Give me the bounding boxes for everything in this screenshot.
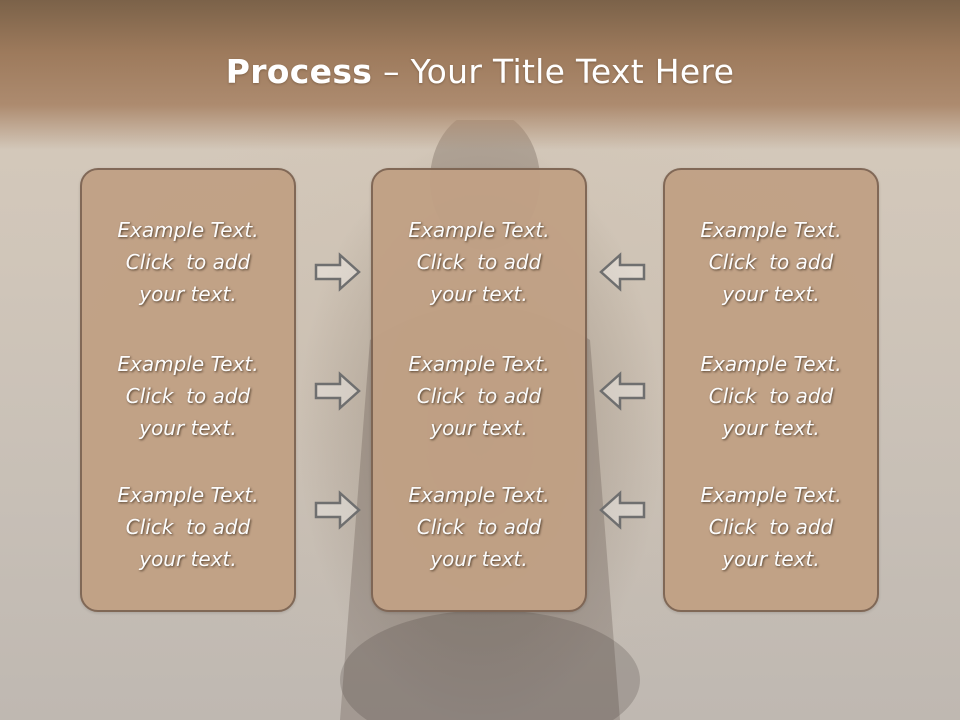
text-line: Example Text. <box>117 218 259 242</box>
text-placeholder[interactable]: Example Text. Click to add your text. <box>82 214 294 310</box>
text-line: your text. <box>139 282 237 306</box>
title-rest: – Your Title Text Here <box>372 52 735 91</box>
text-line: Click to add <box>125 515 251 539</box>
text-line: your text. <box>430 282 528 306</box>
text-line: Click to add <box>416 515 542 539</box>
title-bold: Process <box>225 52 373 91</box>
header-band <box>0 0 960 150</box>
text-line: Click to add <box>708 250 834 274</box>
text-line: Example Text. <box>700 218 842 242</box>
text-line: Click to add <box>416 250 542 274</box>
text-line: Click to add <box>125 250 251 274</box>
text-line: your text. <box>722 416 820 440</box>
text-placeholder[interactable]: Example Text. Click to add your text. <box>373 214 585 310</box>
arrow-left-icon[interactable] <box>598 371 646 411</box>
arrow-right-icon[interactable] <box>314 490 362 530</box>
text-line: your text. <box>430 416 528 440</box>
text-line: Click to add <box>416 384 542 408</box>
text-line: your text. <box>139 547 237 571</box>
text-line: Example Text. <box>408 483 550 507</box>
text-line: Example Text. <box>117 352 259 376</box>
text-line: your text. <box>722 547 820 571</box>
text-line: Example Text. <box>117 483 259 507</box>
text-line: your text. <box>430 547 528 571</box>
text-placeholder[interactable]: Example Text. Click to add your text. <box>665 348 877 444</box>
text-line: Example Text. <box>408 352 550 376</box>
text-line: Click to add <box>708 384 834 408</box>
text-placeholder[interactable]: Example Text. Click to add your text. <box>665 479 877 575</box>
text-line: Click to add <box>708 515 834 539</box>
text-placeholder[interactable]: Example Text. Click to add your text. <box>373 479 585 575</box>
text-line: Example Text. <box>408 218 550 242</box>
text-placeholder[interactable]: Example Text. Click to add your text. <box>82 479 294 575</box>
process-box-right[interactable]: Example Text. Click to add your text. Ex… <box>663 168 879 612</box>
text-line: Example Text. <box>700 352 842 376</box>
text-line: your text. <box>722 282 820 306</box>
text-placeholder[interactable]: Example Text. Click to add your text. <box>665 214 877 310</box>
arrow-left-icon[interactable] <box>598 252 646 292</box>
process-box-center[interactable]: Example Text. Click to add your text. Ex… <box>371 168 587 612</box>
text-line: Click to add <box>125 384 251 408</box>
text-line: your text. <box>139 416 237 440</box>
slide-title[interactable]: Process – Your Title Text Here <box>0 52 960 91</box>
text-placeholder[interactable]: Example Text. Click to add your text. <box>373 348 585 444</box>
process-box-left[interactable]: Example Text. Click to add your text. Ex… <box>80 168 296 612</box>
arrow-right-icon[interactable] <box>314 371 362 411</box>
arrow-right-icon[interactable] <box>314 252 362 292</box>
text-placeholder[interactable]: Example Text. Click to add your text. <box>82 348 294 444</box>
arrow-left-icon[interactable] <box>598 490 646 530</box>
text-line: Example Text. <box>700 483 842 507</box>
